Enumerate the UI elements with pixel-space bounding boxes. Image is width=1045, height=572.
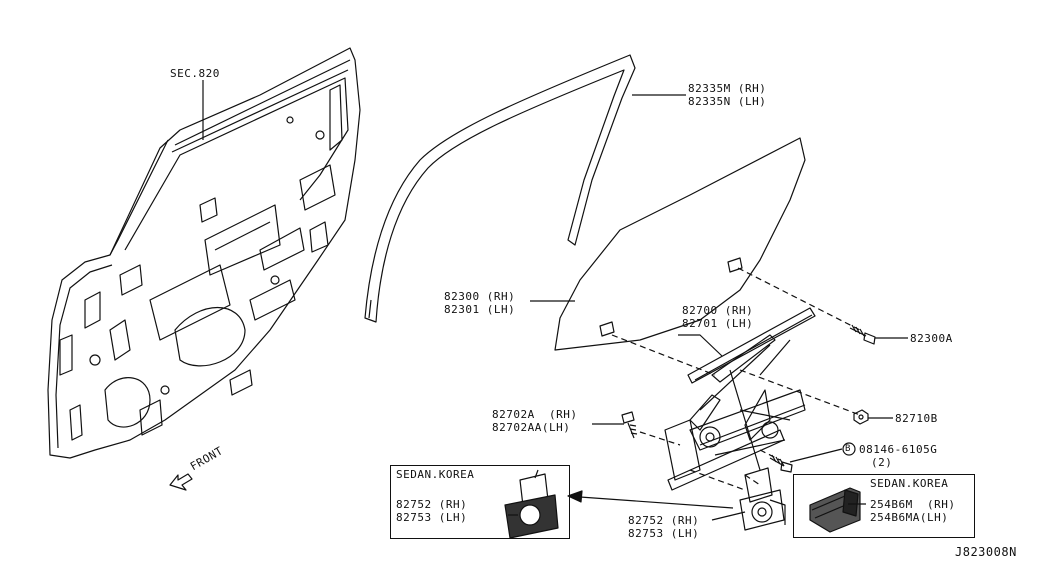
label-regulator-lh: 82701 (LH) <box>682 317 754 330</box>
label-sash: 82335M (RH) 82335N (LH) <box>688 82 766 108</box>
regulator-drawing <box>664 307 816 491</box>
box-right-lh: 254B6MA(LH) <box>870 511 949 524</box>
bolt-circle-icon <box>842 442 856 456</box>
label-motor-lh: 82753 (LH) <box>628 527 700 540</box>
box-right-title: SEDAN.KOREA <box>870 477 949 490</box>
label-sash-rh: 82335M (RH) <box>688 82 767 95</box>
label-glass-lh: 82301 (LH) <box>444 303 516 316</box>
box-switch-drawing <box>809 487 861 533</box>
label-screw-rh: 82702A (RH) <box>492 408 578 421</box>
sash-drawing <box>364 54 636 323</box>
label-sash-lh: 82335N (LH) <box>688 95 767 108</box>
label-bolt-82300a: 82300A <box>910 332 953 345</box>
sedan-korea-box-switch <box>793 474 975 538</box>
motor-arrow <box>567 490 734 509</box>
dashed-guides <box>611 267 861 491</box>
box-left-rh: 82752 (RH) <box>396 498 468 511</box>
label-motor-rh: 82752 (RH) <box>628 514 700 527</box>
box-motor-drawing <box>504 469 559 539</box>
sedan-korea-box-motor <box>390 465 570 539</box>
label-nut-82710b: 82710B <box>895 412 938 425</box>
glass-drawing <box>554 137 806 351</box>
label-regulator: 82700 (RH) 82701 (LH) <box>682 304 753 330</box>
label-sec-820: SEC.820 <box>170 67 220 80</box>
label-bolt2-qty: (2) <box>871 456 893 469</box>
screw-drawing <box>621 411 638 439</box>
nut-drawing <box>853 409 869 425</box>
label-screw: 82702A (RH) 82702AA(LH) <box>492 408 577 434</box>
bolt2-drawing <box>769 454 793 473</box>
label-bolt2: 08146-6105G (2) <box>859 443 937 469</box>
box-left-lh: 82753 (LH) <box>396 511 468 524</box>
label-motor: 82752 (RH) 82753 (LH) <box>628 514 699 540</box>
front-arrow-icon <box>169 473 193 491</box>
door-panel-drawing <box>47 47 361 459</box>
bolt-drawing <box>849 324 876 345</box>
label-glass-rh: 82300 (RH) <box>444 290 516 303</box>
regulator-leader <box>678 334 723 357</box>
label-screw-lh: 82702AA(LH) <box>492 421 571 434</box>
diagram-id: J823008N <box>955 545 1017 559</box>
bolt-circle-letter: B <box>845 444 851 454</box>
motor-leader <box>711 511 746 521</box>
box-left-title: SEDAN.KOREA <box>396 468 475 481</box>
box-right-rh: 254B6M (RH) <box>870 498 956 511</box>
box-left-labels: 82752 (RH) 82753 (LH) <box>396 498 467 524</box>
motor-drawing <box>739 467 786 531</box>
box-right-labels: 254B6M (RH) 254B6MA(LH) <box>870 498 955 524</box>
label-bolt2-part: 08146-6105G <box>859 443 938 456</box>
label-glass: 82300 (RH) 82301 (LH) <box>444 290 515 316</box>
bolt2-leader <box>789 448 843 463</box>
label-regulator-rh: 82700 (RH) <box>682 304 754 317</box>
